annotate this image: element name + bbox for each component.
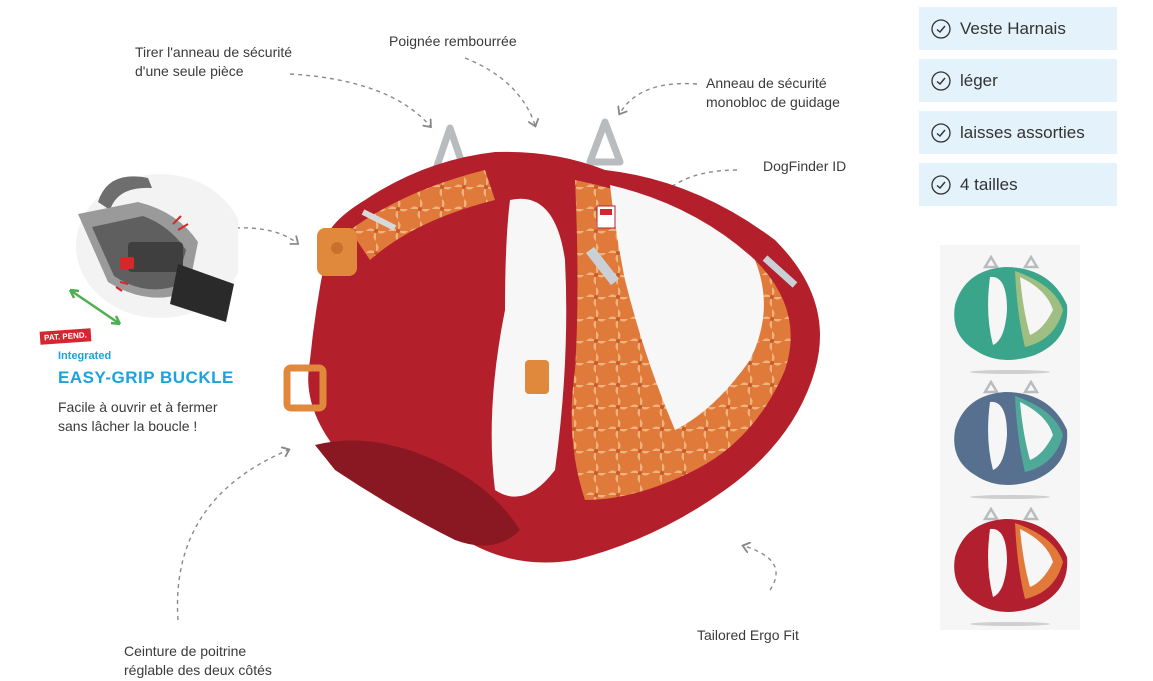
check-circle-icon bbox=[931, 174, 951, 195]
check-circle-icon bbox=[931, 70, 951, 91]
arrow-chest-belt bbox=[176, 450, 288, 621]
main-harness-image bbox=[283, 118, 820, 563]
callout-line: réglable des deux côtés bbox=[124, 662, 272, 678]
feature-label: laisses assorties bbox=[960, 122, 1085, 142]
buckle-title: EASY-GRIP BUCKLE bbox=[58, 368, 234, 387]
arrow-dogfinder bbox=[647, 169, 738, 215]
callout-line: Ceinture de poitrine bbox=[124, 643, 247, 659]
buckle-description: Facile à ouvrir et à fermer sans lâcher … bbox=[58, 398, 218, 436]
arrow-guide-ring bbox=[620, 82, 698, 113]
callout-line: Anneau de sécurité bbox=[706, 75, 827, 91]
variant-blue-thumbnail[interactable] bbox=[945, 380, 1075, 500]
buckle-integrated-label: Integrated bbox=[58, 350, 112, 362]
buckle-description-line: sans lâcher la boucle ! bbox=[58, 418, 198, 434]
callout-line: monobloc de guidage bbox=[706, 94, 840, 110]
callout-line: d'une seule pièce bbox=[135, 63, 244, 79]
variant-green-thumbnail[interactable] bbox=[945, 255, 1075, 375]
callout-dogfinder: DogFinder ID bbox=[763, 158, 847, 174]
check-circle-icon bbox=[931, 122, 951, 143]
callout-line: Tirer l'anneau de sécurité bbox=[135, 44, 293, 60]
variant-red-thumbnail[interactable] bbox=[945, 507, 1075, 627]
arrow-safety-ring bbox=[289, 73, 430, 126]
feature-item-vest: Veste Harnais bbox=[919, 7, 1117, 50]
feature-item-light: léger bbox=[919, 59, 1117, 102]
feature-label: 4 tailles bbox=[960, 174, 1018, 194]
arrow-ergo-fit bbox=[744, 546, 777, 591]
feature-label: léger bbox=[960, 70, 998, 90]
callout-ergo-fit: Tailored Ergo Fit bbox=[697, 627, 799, 643]
buckle-description-line: Facile à ouvrir et à fermer bbox=[58, 399, 218, 415]
feature-item-leashes: laisses assorties bbox=[919, 111, 1117, 154]
variant-thumbnails bbox=[940, 245, 1080, 630]
arrow-handle bbox=[464, 57, 535, 125]
check-circle-icon bbox=[931, 18, 951, 39]
callout-padded-handle: Poignée rembourrée bbox=[389, 33, 517, 49]
callout-safety-ring-pull: Tirer l'anneau de sécurité d'une seule p… bbox=[135, 43, 292, 81]
feature-item-sizes: 4 tailles bbox=[919, 163, 1117, 206]
callout-chest-belt: Ceinture de poitrine réglable des deux c… bbox=[124, 642, 272, 680]
buckle-closeup-image bbox=[68, 174, 238, 326]
callout-guide-ring: Anneau de sécurité monobloc de guidage bbox=[706, 74, 840, 112]
feature-label: Veste Harnais bbox=[960, 18, 1066, 38]
